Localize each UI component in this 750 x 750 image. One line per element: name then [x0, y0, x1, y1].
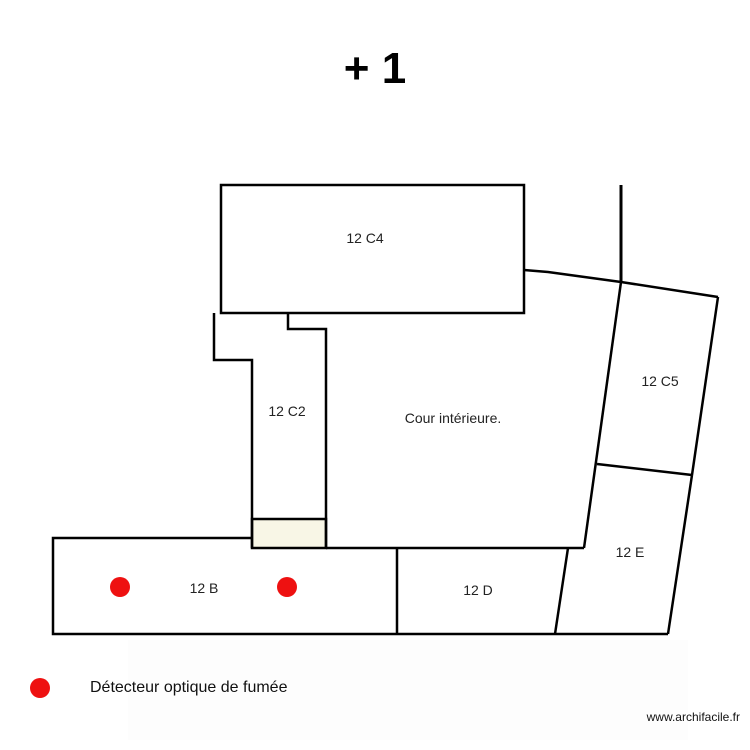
legend-label: Détecteur optique de fumée — [90, 679, 288, 696]
legend: Détecteur optique de fumée — [30, 678, 287, 698]
room-12-d-e-divider — [553, 547, 570, 635]
room-label-12-d: 12 D — [463, 582, 493, 598]
north-diagonal-wall — [523, 268, 719, 299]
room-12-e-right-wall — [666, 474, 694, 635]
landing-area — [250, 517, 328, 550]
room-label-cour-interieure: Cour intérieure. — [404, 410, 502, 426]
room-12-c4-walls — [219, 183, 526, 315]
room-12-b-walls — [51, 536, 668, 636]
room-label-12-c5: 12 C5 — [641, 373, 679, 389]
smoke-detector-icon — [110, 577, 130, 597]
room-label-12-c2: 12 C2 — [268, 403, 306, 419]
courtyard-right-wall — [582, 281, 623, 549]
room-12-c2-left-wall — [212, 313, 254, 548]
smoke-detector-icon — [277, 577, 297, 597]
background-panel — [128, 640, 688, 740]
watermark-link[interactable]: www.archifacile.fr — [646, 710, 740, 724]
room-12-c5-right-wall — [690, 296, 720, 476]
room-12-c2-right-wall — [286, 313, 328, 548]
red-dot-icon — [30, 678, 50, 698]
room-label-12-e: 12 E — [615, 544, 645, 560]
room-label-12-c4: 12 C4 — [346, 230, 384, 246]
room-label-12-b: 12 B — [189, 580, 219, 596]
floor-title: + 1 — [343, 44, 407, 93]
room-12-c5-e-divider — [596, 462, 693, 477]
